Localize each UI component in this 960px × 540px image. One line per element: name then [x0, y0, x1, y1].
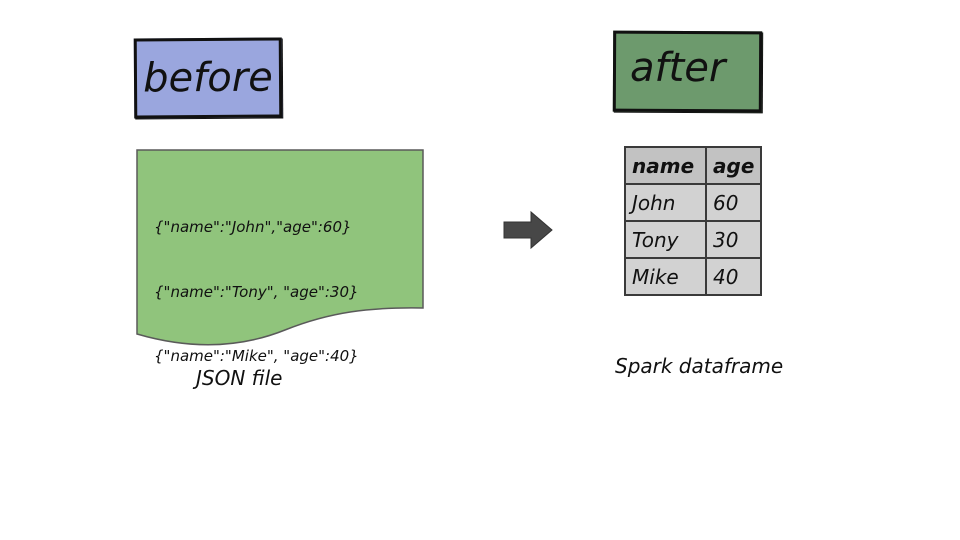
json-document-shape — [136, 149, 424, 346]
table-cell: 30 — [704, 220, 763, 259]
json-file-caption: JSON file — [196, 366, 283, 390]
column-header-age: age — [704, 146, 763, 185]
table-cell: Mike — [624, 257, 707, 296]
json-content: {"name":"John","age":60} {"name":"Tony",… — [154, 174, 359, 389]
table-cell: John — [624, 183, 707, 222]
spark-dataframe-caption: Spark dataframe — [615, 354, 784, 378]
json-line: {"name":"John","age":60} — [154, 218, 352, 236]
table-cell: 40 — [704, 257, 763, 296]
column-header-name: name — [624, 146, 707, 185]
json-line: {"name":"Tony", "age":30} — [154, 282, 359, 301]
dataframe-table: name age John 60 Tony 30 Mike 40 — [624, 146, 763, 296]
table-row: Tony 30 — [624, 220, 763, 259]
right-arrow-icon — [503, 210, 553, 250]
table-row: Mike 40 — [624, 257, 763, 296]
table-cell: 60 — [704, 183, 763, 222]
json-line: {"name":"Mike", "age":40} — [154, 347, 359, 365]
table-cell: Tony — [624, 220, 707, 259]
table-row: John 60 — [624, 183, 763, 222]
table-header-row: name age — [624, 146, 763, 185]
